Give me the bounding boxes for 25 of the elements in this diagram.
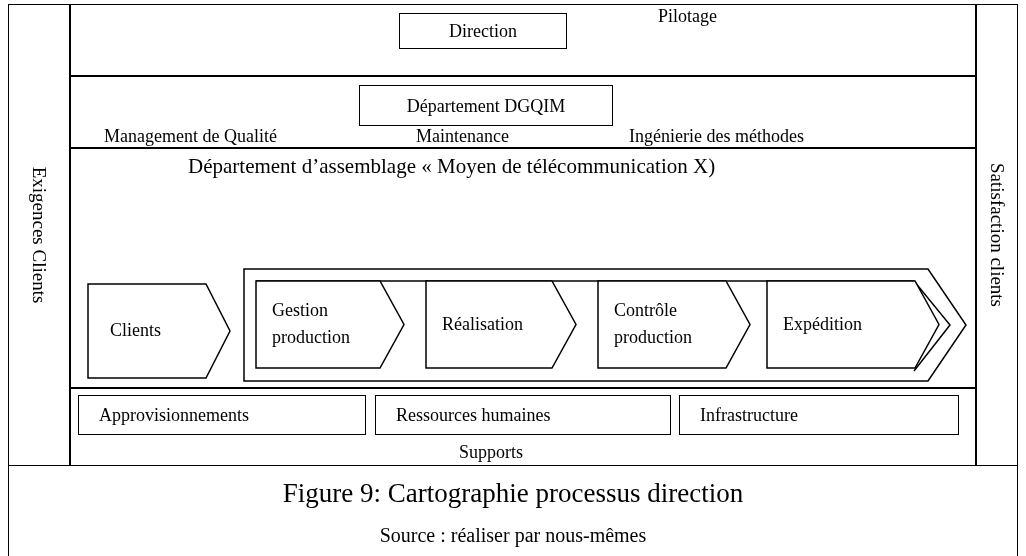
process-box: Ressources humaines — [375, 395, 671, 435]
band-label: Département d’assemblage « Moyen de télécommunication X) — [188, 155, 716, 179]
column-band: Exigences Clients — [8, 4, 70, 466]
process-group-shape — [244, 269, 966, 381]
process-box: Infrastructure — [679, 395, 959, 435]
process-box: Direction — [399, 13, 567, 49]
band-label: Pilotage — [658, 7, 717, 27]
process-band — [70, 4, 976, 76]
process-band — [70, 76, 976, 148]
process-box: Approvisionnements — [78, 395, 366, 435]
process-band — [70, 388, 976, 466]
band-label: Supports — [459, 443, 523, 463]
figure-caption: Figure 9: Cartographie processus direction — [282, 478, 744, 508]
band-label: Maintenance — [416, 127, 509, 147]
band-label: Management de Qualité — [104, 127, 277, 147]
band-label: Ingénierie des méthodes — [629, 127, 804, 147]
process-band — [70, 148, 976, 388]
source-note: Source : réaliser par nous-mêmes — [379, 524, 647, 546]
process-step-shape: Gestion production — [256, 281, 404, 368]
process-step-shape: Expédition — [767, 281, 939, 368]
process-step-shape: Clients — [88, 284, 230, 378]
process-step-shape: Contrôle production — [598, 281, 750, 368]
process-box: Département DGQIM — [359, 85, 613, 126]
process-step-shape: Réalisation — [426, 281, 576, 368]
column-band: Satisfaction clients — [976, 4, 1018, 466]
